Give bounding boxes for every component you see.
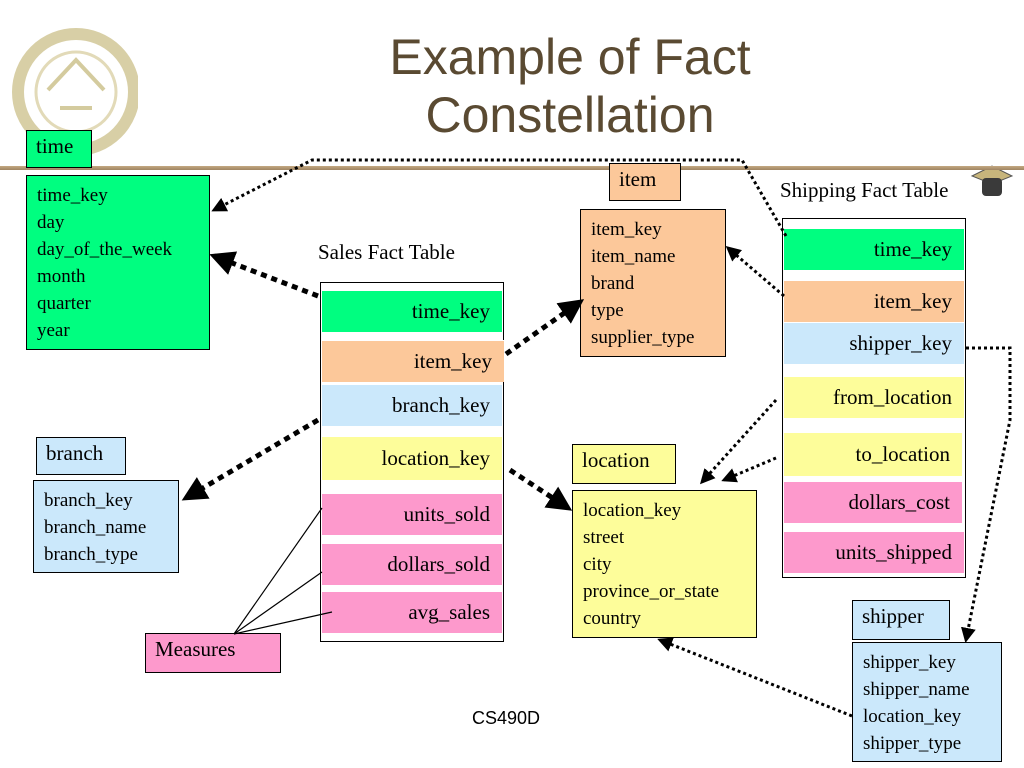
- title-rule: [0, 166, 1024, 170]
- link-from-location: [699, 398, 778, 485]
- shipping-key-to-location: to_location: [784, 432, 962, 476]
- sales-key-time: time_key: [322, 290, 502, 332]
- dim-field: item_key: [591, 219, 662, 240]
- link-sales-time: [209, 251, 319, 299]
- dim-field: brand: [591, 273, 635, 294]
- dim-field: shipper_name: [863, 679, 970, 700]
- shipping-measure-dollars-cost: dollars_cost: [784, 481, 962, 523]
- sales-measure-avg-sales: avg_sales: [322, 591, 502, 633]
- dim-field: shipper_key: [863, 652, 956, 673]
- dim-field: location_key: [583, 500, 682, 521]
- link-sales-branch: [181, 417, 320, 501]
- measure-pointer: [233, 507, 323, 635]
- dim-field: time_key: [37, 185, 108, 206]
- dim-field: country: [583, 608, 642, 629]
- time-dimension-name: time: [26, 130, 92, 168]
- dim-field: item_name: [591, 246, 676, 267]
- item-dimension-name: item: [609, 163, 681, 201]
- dim-field: province_or_state: [583, 581, 720, 602]
- shipping-key-time: time_key: [784, 228, 964, 270]
- dim-field: month: [37, 266, 86, 287]
- slide-title: Example of Fact Constellation: [389, 29, 751, 143]
- dim-field: year: [37, 320, 70, 341]
- time-dimension-fields: time_key day day_of_the_week month quart…: [26, 175, 210, 350]
- branch-dimension-name: branch: [36, 437, 126, 475]
- shipping-key-from-location: from_location: [784, 376, 964, 418]
- dim-field: quarter: [37, 293, 91, 314]
- dim-field: location_key: [863, 706, 962, 727]
- sales-fact-title: Sales Fact Table: [318, 240, 455, 264]
- link-sales-location: [508, 467, 573, 511]
- dim-field: shipper_type: [863, 733, 962, 754]
- measure-pointer: [233, 611, 333, 635]
- shipper-dimension-name: shipper: [852, 600, 950, 640]
- shipping-key-shipper: shipper_key: [784, 322, 964, 364]
- shipping-key-item: item_key: [784, 280, 964, 322]
- location-dimension-name: location: [572, 444, 676, 484]
- dim-field: day: [37, 212, 65, 233]
- dim-field: day_of_the_week: [37, 239, 173, 260]
- sales-key-item: item_key: [322, 340, 504, 382]
- dim-field: branch_type: [44, 544, 138, 565]
- link-shipping-shipper: [960, 346, 1012, 643]
- link-shipping-time: [211, 158, 788, 237]
- sales-measure-units-sold: units_sold: [322, 493, 502, 535]
- shipping-fact-title: Shipping Fact Table: [780, 178, 949, 202]
- item-dimension-fields: item_key item_name brand type supplier_t…: [580, 209, 726, 357]
- measure-pointer: [233, 571, 323, 635]
- link-to-location: [721, 456, 777, 483]
- sales-measure-dollars-sold: dollars_sold: [322, 543, 502, 585]
- dim-field: type: [591, 300, 624, 321]
- link-shipping-item: [725, 246, 785, 298]
- sales-key-location: location_key: [322, 436, 502, 480]
- shipping-measure-units-shipped: units_shipped: [784, 531, 964, 573]
- dim-field: branch_key: [44, 490, 133, 511]
- shipper-dimension-fields: shipper_key shipper_name location_key sh…: [852, 642, 1002, 762]
- dim-field: street: [583, 527, 625, 548]
- mascot-icon: [970, 165, 1014, 196]
- sales-key-branch: branch_key: [322, 384, 502, 426]
- slide-footer: CS490D: [472, 708, 541, 728]
- dim-field: supplier_type: [591, 327, 695, 348]
- dim-field: city: [583, 554, 612, 575]
- measures-label: Measures: [145, 633, 281, 673]
- link-shipper-location: [657, 637, 853, 718]
- branch-dimension-fields: branch_key branch_name branch_type: [33, 480, 179, 573]
- link-sales-item: [504, 299, 585, 357]
- dim-field: branch_name: [44, 517, 147, 538]
